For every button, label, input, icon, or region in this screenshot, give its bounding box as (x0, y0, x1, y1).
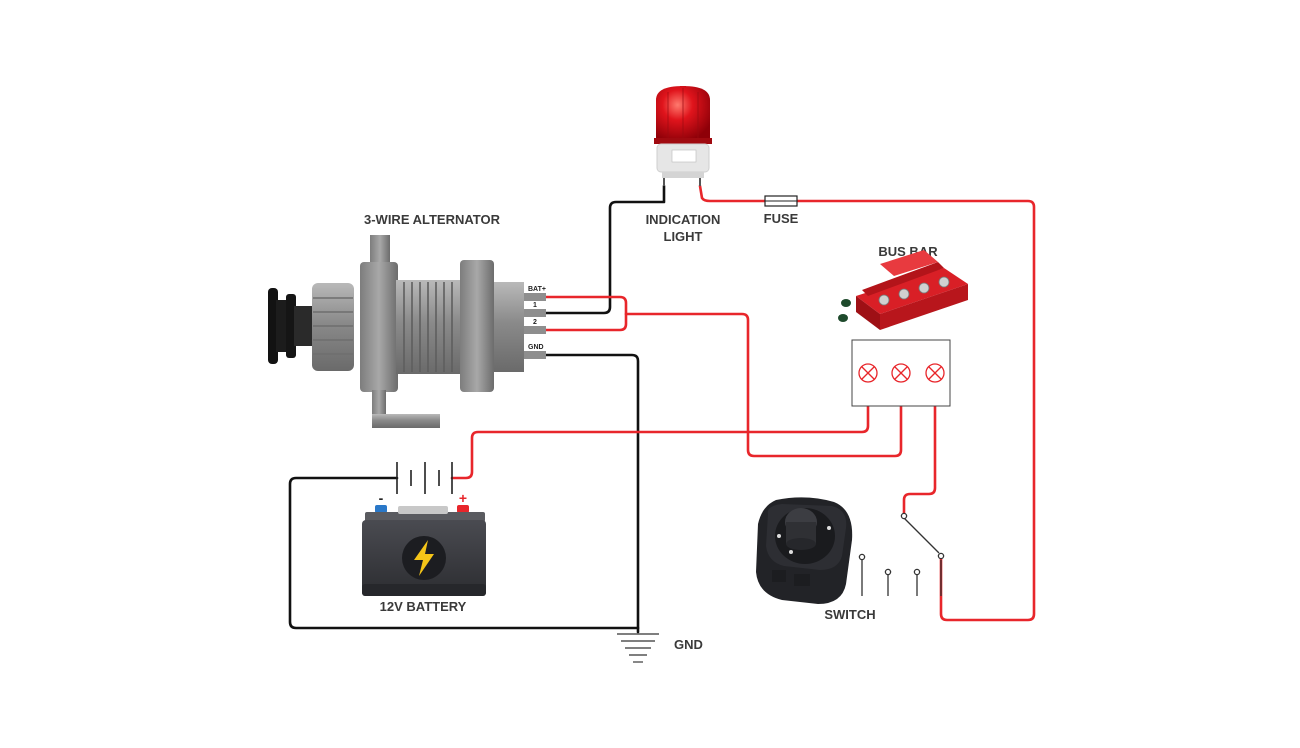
battery-symbol-icon (396, 462, 453, 494)
wire-alt-gnd (540, 353, 640, 634)
ground-symbol-icon (617, 633, 659, 663)
switch-label: SWITCH (824, 607, 875, 622)
terminal-label-1: 1 (533, 302, 537, 309)
bus-bar-icon (838, 250, 968, 330)
battery-label: 12V BATTERY (380, 599, 467, 614)
alternator-label: 3-WIRE ALTERNATOR (364, 212, 501, 227)
indication-light-label-line2: LIGHT (664, 229, 703, 244)
battery-positive-sign: + (459, 490, 467, 506)
wire-battery-negative (288, 476, 640, 630)
wire-battery-positive (450, 383, 870, 480)
fuse-label: FUSE (764, 211, 799, 226)
lightning-bolt-icon (402, 536, 446, 580)
wire-switch-to-fuse (795, 199, 1036, 622)
wires (288, 184, 1036, 634)
indication-light-label-line1: INDICATION (646, 212, 721, 227)
terminal-label-batplus: BAT+ (528, 286, 546, 293)
wire-fuse-to-light (698, 184, 767, 203)
alternator-icon: BAT+ 1 2 GND (268, 235, 546, 428)
switch-contacts-icon (858, 512, 945, 596)
terminal-label-gnd: GND (528, 344, 544, 351)
battery-icon: - + (362, 490, 486, 596)
battery-negative-sign: - (379, 490, 384, 506)
terminal-label-2: 2 (533, 319, 537, 326)
wire-batplus-to-busbar (624, 312, 903, 458)
beacon-light-icon (654, 86, 712, 186)
gnd-label: GND (674, 637, 703, 652)
terminal-block-icon (851, 339, 951, 407)
rotary-switch-icon (756, 497, 853, 604)
wire-terminal1-to-light (540, 184, 666, 315)
fuse-icon (764, 195, 798, 207)
wire-busbar-to-switch (902, 383, 937, 516)
